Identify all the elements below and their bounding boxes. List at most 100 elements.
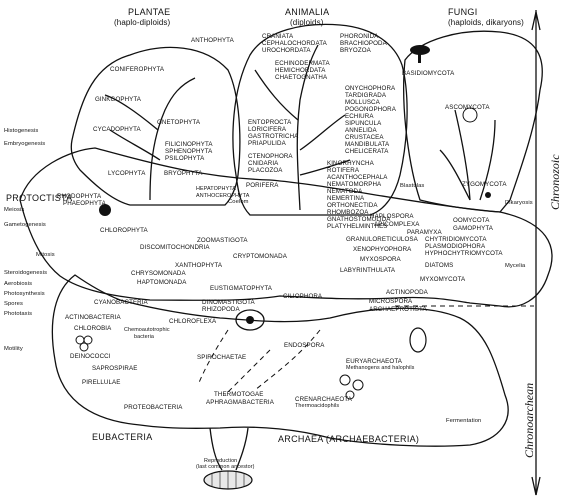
protoctista-phylum: LABYRINTHULATA <box>340 267 396 274</box>
animalia-phylum: PORIFERA <box>246 182 279 189</box>
animalia-phylum: BRACHIOPODA <box>340 40 387 47</box>
protoctista-phylum: CRYPTOMONADA <box>233 253 287 260</box>
plantae-phylum: SPHENOPHYTA <box>165 148 213 155</box>
animalia-phylum: RHOMBOZOA <box>327 209 369 216</box>
animalia-phylum: ROTIFERA <box>327 167 360 174</box>
annotation-gametogenesis: Gametogenesis <box>4 222 46 228</box>
bacteria-group: DEINOCOCCI <box>70 353 111 360</box>
chlorophyta-cell-icon <box>99 204 111 216</box>
animalia-phylum: NEMERTINA <box>327 195 365 202</box>
annotation-dikaryosis: Dikaryosis <box>505 200 533 206</box>
prokaryote-outline <box>51 274 509 447</box>
animalia-phylum: ECHINODERMATA <box>275 60 330 67</box>
plantae-phylum: GNETOPHYTA <box>157 119 201 126</box>
root-label: Reproduction <box>204 458 238 464</box>
protoctista-phylum: HAPTOMONADA <box>137 279 187 286</box>
plantae-phylum: CYCADOPHYTA <box>93 126 141 133</box>
protoctista-phylum: XANTHOPHYTA <box>175 262 223 269</box>
protoctista-phylum: CHLOROPHYTA <box>100 227 148 234</box>
animalia-phylum: MOLLUSCA <box>345 99 380 106</box>
animalia-phylum: NEMATODA <box>327 188 363 195</box>
animalia-phylum: ONYCHOPHORA <box>345 85 396 92</box>
animalia-phylum: CEPHALOCHORDATA <box>262 40 327 47</box>
annotation-coelom: Coelom <box>228 199 249 205</box>
plantae-phylum: PSILOPHYTA <box>165 155 205 162</box>
animalia-phylum: CRUSTACEA <box>345 134 384 141</box>
protoctista-phylum: ARCHAEPROTISTA <box>369 306 427 313</box>
protoctista-phylum: RHIZOPODA <box>202 306 240 313</box>
animalia-phylum: BRYOZOA <box>340 47 371 54</box>
plantae-title: PLANTAE <box>128 7 171 17</box>
ascomycota-icon <box>462 107 478 123</box>
animalia-phylum: ECHIURA <box>345 113 374 120</box>
annotation-mycelia: Mycelia <box>505 263 526 269</box>
plantae-phylum: HEPATOPHYTA <box>196 186 236 192</box>
protoctista-phylum: PHAEOPHYTA <box>63 200 106 207</box>
animalia-phylum: SIPUNCULA <box>345 120 382 127</box>
animalia-phylum: CNIDARIA <box>248 160 279 167</box>
animalia-phylum: UROCHORDATA <box>262 47 311 54</box>
bacteria-group: CHLOROFLEXA <box>169 318 217 325</box>
protoctista-phylum: CHRYSOMONADA <box>131 270 186 277</box>
protoctista-phylum: HYPHOCHYTRIOMYCOTA <box>425 250 503 257</box>
protoctista-phylum: HAPLOSPORA <box>370 213 414 220</box>
plantae-phylum: ANTHOCEROPHYTA <box>196 193 250 199</box>
protoctista-phylum: GRANULORETICULOSA <box>346 236 418 243</box>
bacteria-group: SPIROCHAETAE <box>197 354 247 361</box>
protoctista-phylum: CILIOPHORA <box>283 293 323 300</box>
protoctista-phylum: MYXOSPORA <box>360 256 401 263</box>
eubacteria-title: EUBACTERIA <box>92 432 153 442</box>
basidiomycota-icon <box>410 45 430 55</box>
protoctista-phylum: MYXOMYCOTA <box>420 276 466 283</box>
fungi-outline <box>403 30 543 213</box>
archaea-group: Methanogens and halophils <box>346 365 415 371</box>
chronozoic-label: Chronozoic <box>548 154 562 210</box>
annotation-meiosis: Meiosis <box>4 207 25 213</box>
animalia-phylum: ACANTHOCEPHALA <box>327 174 388 181</box>
animalia-phylum: ENTOPROCTA <box>248 119 292 126</box>
bacteria-group: SAPROSPIRAE <box>92 365 138 372</box>
animalia-phylum: NEMATOMORPHA <box>327 181 382 188</box>
protoctista-phylum: DIATOMS <box>425 262 454 269</box>
protoctista-phylum: DISCOMITOCHONDRIA <box>140 244 210 251</box>
annotation-steroidogenesis: Steroidogenesis <box>4 270 48 276</box>
annotation-fermentation: Fermentation <box>446 418 482 424</box>
plantae-phylum: GINKGOPHYTA <box>95 96 142 103</box>
protoctista-phylum: EUSTIGMATOPHYTA <box>210 285 273 292</box>
bacteria-group: Chemoautotrophic <box>124 327 170 333</box>
protoctista-phylum: ACTINOPODA <box>386 289 428 296</box>
protoctista-phylum: APICOMPLEXA <box>374 221 420 228</box>
chronoarchean-label: Chronoarchean <box>522 382 536 458</box>
protoctista-phylum: ZOOMASTIGOTA <box>197 237 248 244</box>
protoctista-title: PROTOCTISTA <box>6 193 73 203</box>
animalia-phylum: CTENOPHORA <box>248 153 293 160</box>
animalia-phylum: GNATHOSTOMULIDA <box>327 216 391 223</box>
bacteria-group: ACTINOBACTERIA <box>65 314 121 321</box>
annotation-embryogenesis: Embryogenesis <box>4 141 46 147</box>
protoctista-phylum: XENOPHYOPHORA <box>353 246 412 253</box>
animalia-phylum: POGONOPHORA <box>345 106 396 113</box>
archaea-group: CRENARCHAEOTA <box>295 396 352 403</box>
plantae-phylum: CONIFEROPHYTA <box>110 66 165 73</box>
ciliate-icon <box>235 309 265 331</box>
plantae-outline <box>70 46 241 206</box>
euryarchaeota-cell-icon <box>409 327 427 353</box>
annotation-histogenesis: Histogenesis <box>4 128 39 134</box>
animalia-phylum: CRANIATA <box>262 33 294 40</box>
animalia-phylum: ORTHONECTIDA <box>327 202 378 209</box>
bacteria-group: CHLOROBIA <box>74 325 112 332</box>
root-trunk-2 <box>235 427 249 471</box>
animalia-phylum: PHORONIDA <box>340 33 379 40</box>
crenarchaeota-cell-icon <box>339 374 351 386</box>
protoctista-phylum: GAMOPHYTA <box>453 225 493 232</box>
animalia-phylum: CHAETOGNATHA <box>275 74 328 81</box>
fungi-subtitle: (haploids, dikaryons) <box>448 18 524 27</box>
protoctista-phylum: PLASMODIOPHORA <box>425 243 486 250</box>
archaea-group: Thermoacidophils <box>295 403 340 409</box>
fungi-phylum: ZYGOMYCOTA <box>462 181 507 188</box>
bacteria-group: THERMOTOGAE <box>214 391 264 398</box>
protoctista-phylum: DINOMASTIGOTA <box>202 299 255 306</box>
animalia-phylum: PRIAPULIDA <box>248 140 286 147</box>
animalia-phylum: TARDIGRADA <box>345 92 387 99</box>
